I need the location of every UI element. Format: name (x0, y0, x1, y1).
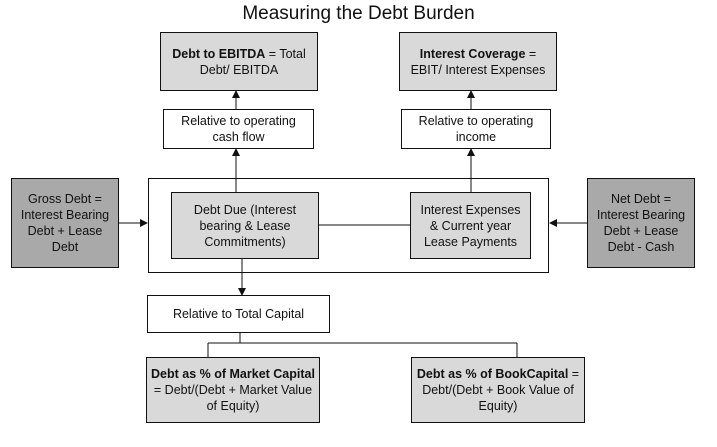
debt-book-capital-label: Debt as % of BookCapital (416, 367, 569, 381)
debt-book-capital-formula: = Debt/(Debt + Book Value of Equity) (422, 367, 580, 413)
relative-cash-flow-box: Relative to operating cash flow (163, 109, 314, 149)
interest-coverage-formula: = EBIT/ Interest Expenses (410, 46, 546, 77)
diagram-title: Measuring the Debt Burden (242, 3, 475, 24)
debt-to-ebitda-box: Debt to EBITDA = Total Debt/ EBITDA (160, 32, 318, 91)
debt-market-capital-box: Debt as % of Market Capital = Debt/(Debt… (146, 357, 320, 423)
debt-due-box: Debt Due (Interest bearing & Lease Commi… (171, 192, 319, 259)
debt-market-capital-formula: = Debt/(Debt + Market Value of Equity) (153, 383, 313, 413)
interest-coverage-label: Interest Coverage (419, 46, 526, 61)
net-debt-box: Net Debt = Interest Bearing Debt + Lease… (587, 178, 695, 268)
debt-to-ebitda-label: Debt to EBITDA (172, 46, 266, 61)
debt-to-ebitda-formula: = Total Debt/ EBITDA (199, 46, 306, 77)
interest-coverage-box: Interest Coverage = EBIT/ Interest Expen… (399, 32, 557, 91)
debt-market-capital-label: Debt as % of Market Capital (151, 367, 315, 381)
debt-book-capital-box: Debt as % of BookCapital = Debt/(Debt + … (411, 357, 585, 423)
relative-total-capital-box: Relative to Total Capital (147, 295, 330, 333)
relative-income-box: Relative to operating income (401, 109, 551, 149)
debt-measures-frame (148, 178, 549, 273)
interest-expenses-box: Interest Expenses & Current year Lease P… (410, 192, 531, 259)
gross-debt-box: Gross Debt = Interest Bearing Debt + Lea… (11, 178, 119, 268)
